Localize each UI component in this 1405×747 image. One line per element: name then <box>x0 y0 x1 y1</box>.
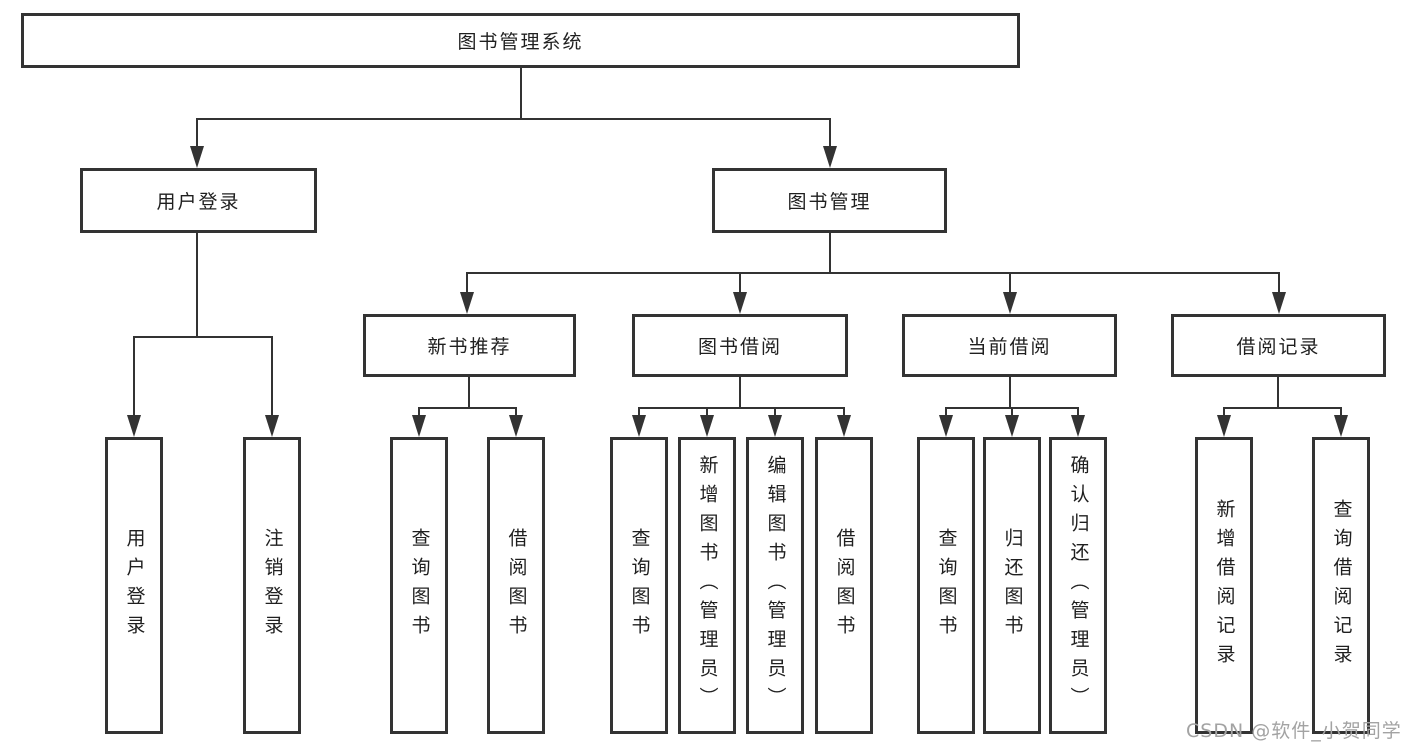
connector-drop <box>774 407 776 417</box>
arrowhead-icon <box>700 415 714 437</box>
leaf-label: 确认归还（管理员） <box>1067 455 1090 716</box>
arrowhead-icon <box>1005 415 1019 437</box>
node-user-login: 用户登录 <box>80 168 317 233</box>
leaf-label: 查询借阅记录 <box>1330 498 1353 673</box>
connector-drop <box>638 407 640 417</box>
leaf-label: 注销登录 <box>261 527 284 644</box>
arrowhead-icon <box>939 415 953 437</box>
connector-drop-user-login <box>196 118 198 148</box>
connector-book-borrow-stem <box>739 377 741 408</box>
arrowhead-icon <box>823 146 837 168</box>
connector-borrow-records-bar <box>1223 407 1342 409</box>
connector-drop <box>945 407 947 417</box>
arrowhead-icon <box>460 292 474 314</box>
connector-book-mgmt-bar <box>466 272 1280 274</box>
watermark: CSDN @软件_小贺同学 <box>1186 720 1402 742</box>
connector-drop <box>843 407 845 417</box>
leaf-confirm-return-admin: 确认归还（管理员） <box>1049 437 1107 734</box>
leaf-return-books: 归还图书 <box>983 437 1041 734</box>
connector-drop-new-books <box>466 272 468 294</box>
connector-drop-logout-leaf <box>271 336 273 417</box>
node-new-books: 新书推荐 <box>363 314 576 377</box>
connector-drop <box>706 407 708 417</box>
arrowhead-icon <box>1334 415 1348 437</box>
leaf-label: 编辑图书（管理员） <box>764 455 787 716</box>
connector-drop-book-mgmt <box>829 118 831 148</box>
arrowhead-icon <box>1217 415 1231 437</box>
leaf-borrow-books-2: 借阅图书 <box>815 437 873 734</box>
arrowhead-icon <box>190 146 204 168</box>
leaf-label: 归还图书 <box>1001 527 1024 644</box>
arrowhead-icon <box>632 415 646 437</box>
leaf-borrow-books-1: 借阅图书 <box>487 437 545 734</box>
arrowhead-icon <box>1003 292 1017 314</box>
connector-new-books-stem <box>468 377 470 408</box>
connector-book-borrow-bar <box>638 407 845 409</box>
arrowhead-icon <box>127 415 141 437</box>
leaf-label: 查询图书 <box>408 527 431 644</box>
arrowhead-icon <box>733 292 747 314</box>
connector-current-borrow-stem <box>1009 377 1011 408</box>
node-book-mgmt: 图书管理 <box>712 168 947 233</box>
connector-drop-login-leaf <box>133 336 135 417</box>
leaf-label: 用户登录 <box>123 527 146 644</box>
leaf-add-books-admin: 新增图书（管理员） <box>678 437 736 734</box>
connector-drop <box>1223 407 1225 417</box>
arrowhead-icon <box>837 415 851 437</box>
arrowhead-icon <box>265 415 279 437</box>
leaf-query-books-3: 查询图书 <box>917 437 975 734</box>
connector-drop-book-borrow <box>739 272 741 294</box>
connector-user-login-bar <box>133 336 273 338</box>
connector-new-books-bar <box>418 407 517 409</box>
connector-root-bar <box>196 118 831 120</box>
leaf-add-borrow-record: 新增借阅记录 <box>1195 437 1253 734</box>
connector-borrow-records-stem <box>1277 377 1279 408</box>
leaf-query-borrow-record: 查询借阅记录 <box>1312 437 1370 734</box>
connector-book-mgmt-stem <box>829 233 831 274</box>
leaf-label: 查询图书 <box>628 527 651 644</box>
connector-user-login-stem <box>196 233 198 336</box>
arrowhead-icon <box>1272 292 1286 314</box>
arrowhead-icon <box>768 415 782 437</box>
leaf-edit-books-admin: 编辑图书（管理员） <box>746 437 804 734</box>
leaf-label: 新增借阅记录 <box>1213 498 1236 673</box>
connector-drop <box>515 407 517 417</box>
connector-root-stem <box>520 66 522 118</box>
connector-drop <box>1077 407 1079 417</box>
leaf-logout: 注销登录 <box>243 437 301 734</box>
leaf-user-login: 用户登录 <box>105 437 163 734</box>
leaf-query-books-2: 查询图书 <box>610 437 668 734</box>
leaf-label: 借阅图书 <box>833 527 856 644</box>
connector-drop <box>1340 407 1342 417</box>
arrowhead-icon <box>1071 415 1085 437</box>
connector-drop <box>1011 407 1013 417</box>
leaf-label: 新增图书（管理员） <box>696 455 719 716</box>
arrowhead-icon <box>412 415 426 437</box>
leaf-label: 查询图书 <box>935 527 958 644</box>
node-current-borrow: 当前借阅 <box>902 314 1117 377</box>
leaf-query-books-1: 查询图书 <box>390 437 448 734</box>
connector-drop-current-borrow <box>1009 272 1011 294</box>
connector-drop-borrow-records <box>1278 272 1280 294</box>
node-book-borrow: 图书借阅 <box>632 314 848 377</box>
leaf-label: 借阅图书 <box>505 527 528 644</box>
arrowhead-icon <box>509 415 523 437</box>
node-root: 图书管理系统 <box>21 13 1020 68</box>
node-borrow-records: 借阅记录 <box>1171 314 1386 377</box>
connector-drop <box>418 407 420 417</box>
